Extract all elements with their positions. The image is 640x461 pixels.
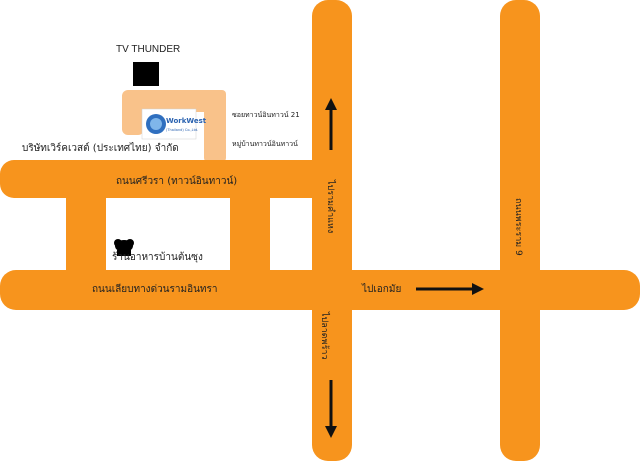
tv-thunder-label: TV THUNDER [116,44,180,55]
road-sri-wara [0,160,340,198]
road-ram9-label: ถนนพระราม 9 [513,198,523,256]
soi-label: ซอยทาวน์อินทาวน์ 21 [232,111,300,119]
village-label: หมู่บ้านทาวน์อินทาวน์ [232,140,298,148]
direction-ekkamai-label: ไปเอกมัย [361,283,401,295]
road-sri-wara-label: ถนนศรีวรา (ทาวน์อินทาวน์) [116,175,237,187]
direction-ramkhamhaeng-label: ไปรามคำแหง [325,179,336,233]
direction-lat-phrao-label: ไปลาดพร้าว [319,311,330,360]
company-logo: WorkWest (Thailand) Co.,Ltd. [141,108,207,140]
arrow-right-icon [416,283,484,295]
arrow-up-icon [325,98,337,150]
tv-thunder-building [133,62,159,86]
company-label: บริษัทเวิร์คเวสต์ (ประเทศไทย) จำกัด [22,142,179,154]
road-central-vertical [312,0,352,461]
road-ram9 [500,0,540,461]
road-ramintra-label: ถนนเลียบทางด่วนรามอินทรา [92,283,218,295]
arrow-down-icon [325,380,337,438]
road-connector-west [66,190,106,280]
chef-hat-icon [114,239,134,256]
road-connector-mid [230,190,270,280]
company-logo-sub: (Thailand) Co.,Ltd. [166,128,198,132]
soi-lane [122,90,226,162]
company-logo-text: WorkWest [166,117,207,125]
restaurant-label: ร้านอาหารบ้านต้นซุง [112,251,203,263]
